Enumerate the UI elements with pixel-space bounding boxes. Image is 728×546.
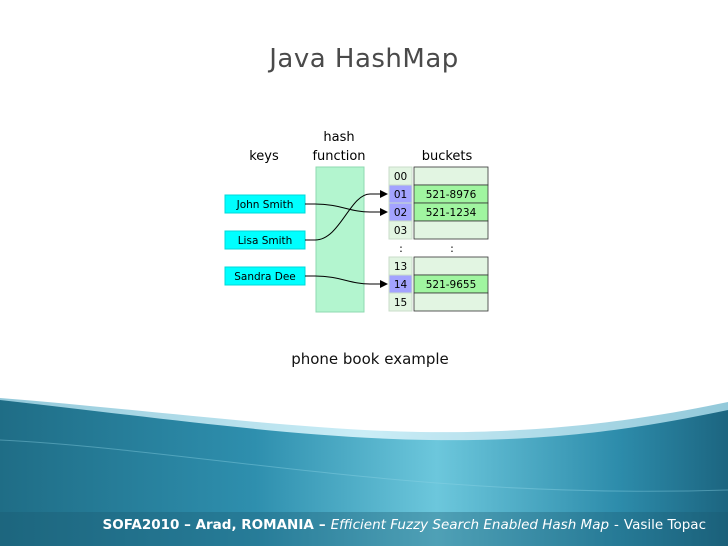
footer-separator-2: - — [614, 517, 619, 533]
bucket-value-label: 521-1234 — [426, 207, 477, 219]
hash-function-header-line2: function — [312, 149, 365, 164]
bucket-index-label: 00 — [394, 171, 407, 183]
hash-function-box — [315, 166, 365, 313]
hash-map-diagram: keys hash function buckets John SmithLis… — [224, 130, 489, 313]
bucket-cell — [413, 220, 489, 240]
mapping-arrow — [305, 275, 388, 288]
footer-separator: – — [318, 517, 326, 533]
bucket-value-label: 521-9655 — [426, 279, 477, 291]
footer-talk-title: Efficient Fuzzy Search Enabled Hash Map — [330, 517, 610, 533]
bucket-index-label: 03 — [394, 225, 407, 237]
keys-header: keys — [249, 149, 279, 164]
bucket-cell — [413, 256, 489, 276]
footer-wave-background — [0, 398, 728, 546]
bucket-index-label: 01 — [394, 189, 407, 201]
slide-title: Java HashMap — [269, 44, 459, 74]
bucket-value-label: 521-8976 — [426, 189, 477, 201]
bucket-index-ellipsis: : — [399, 242, 403, 255]
key-label: Sandra Dee — [234, 271, 296, 283]
bucket-index-label: 13 — [394, 261, 407, 273]
bucket-index-label: 15 — [394, 297, 407, 309]
bucket-index-label: 14 — [394, 279, 408, 291]
mapping-arrow — [305, 190, 388, 241]
bucket-index-label: 02 — [394, 207, 407, 219]
footer-author: Vasile Topac — [623, 517, 706, 533]
key-label: John Smith — [236, 199, 294, 211]
mapping-arrow — [305, 203, 388, 216]
bucket-value-ellipsis: : — [450, 242, 454, 255]
bucket-cell — [413, 166, 489, 186]
footer-bar: SOFA2010 – Arad, ROMANIA – Efficient Fuz… — [0, 512, 728, 538]
footer-conference: SOFA2010 – Arad, ROMANIA — [102, 517, 314, 533]
key-label: Lisa Smith — [238, 235, 293, 247]
diagram-caption: phone book example — [291, 350, 449, 368]
hash-function-header-line1: hash — [323, 130, 354, 145]
bucket-cell — [413, 292, 489, 312]
bucket-index-cell — [388, 220, 413, 240]
bucket-index-cell — [388, 292, 413, 312]
buckets-header: buckets — [422, 149, 473, 164]
